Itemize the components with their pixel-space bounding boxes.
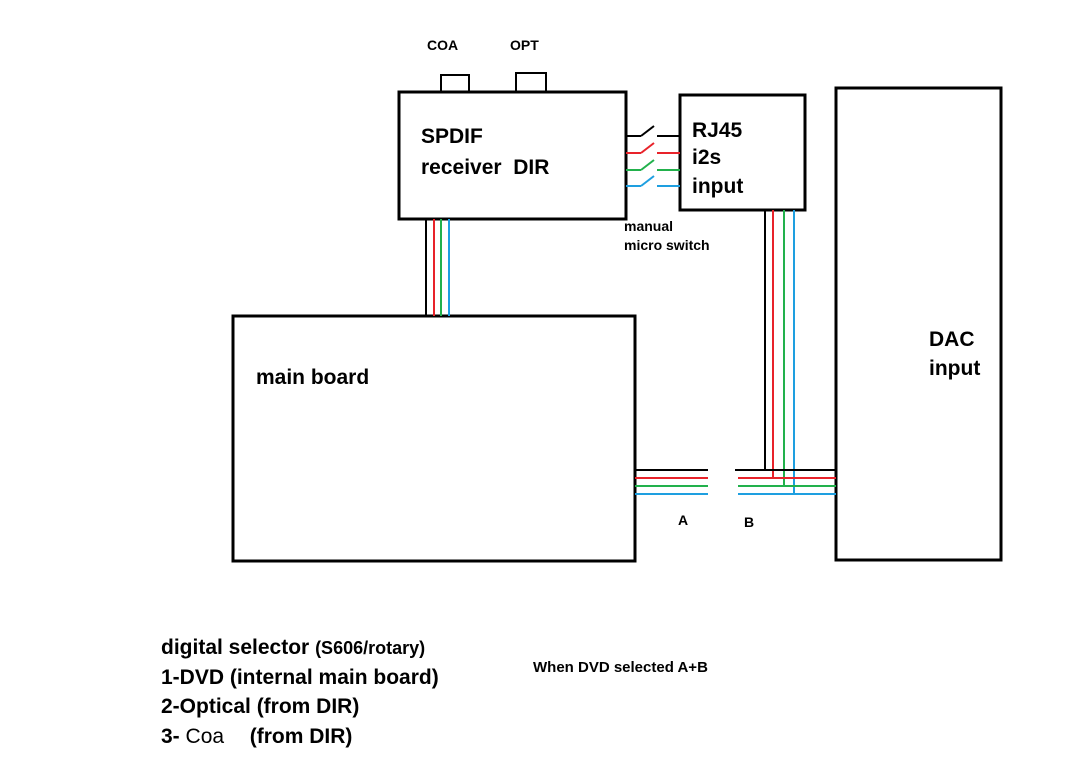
- rj45-to-b-wires: [764, 210, 795, 494]
- opt-label: OPT: [510, 37, 539, 53]
- dac-box: [834, 86, 1003, 562]
- main-board-box: [231, 314, 637, 563]
- dvd-selected-note: When DVD selected A+B: [533, 659, 708, 676]
- main-board-label: main board: [256, 366, 369, 389]
- spdif-receiver-box: [397, 90, 628, 221]
- option-coaxial-suffix: (from DIR): [249, 724, 353, 748]
- option-optical: 2-Optical (from DIR): [161, 695, 360, 718]
- dac-label: DAC: [929, 328, 975, 351]
- option-coaxial-prefix: 3-: [161, 724, 180, 748]
- dac-input-label: input: [929, 357, 980, 380]
- spdif-to-mainboard-wires: [425, 219, 450, 316]
- micro-switch: [626, 125, 680, 187]
- selector-title-line: digital selector (S606/rotary): [161, 633, 439, 663]
- selector-model: (S606/rotary): [315, 638, 426, 658]
- micro-switch-label: micro switch: [624, 237, 710, 253]
- wires-a: [635, 469, 708, 495]
- i2s-label: i2s: [692, 146, 721, 169]
- input-label: input: [692, 175, 743, 198]
- coa-connector: [440, 74, 470, 93]
- rj45-label: RJ45: [692, 119, 743, 142]
- option-coaxial-name: Coa: [185, 724, 225, 748]
- manual-label: manual: [624, 218, 673, 234]
- point-a-label: A: [678, 512, 688, 528]
- selector-title: digital selector: [161, 636, 310, 659]
- coa-label: COA: [427, 37, 458, 53]
- point-b-label: B: [744, 514, 754, 530]
- option-dvd: 1-DVD (internal main board): [161, 665, 439, 689]
- spdif-label: SPDIF: [421, 125, 483, 148]
- opt-connector: [515, 72, 547, 93]
- receiver-dir-label: receiver DIR: [421, 156, 549, 179]
- option-coaxial: 3- Coa (from DIR): [161, 722, 439, 752]
- wires-b: [735, 469, 836, 495]
- selector-notes: digital selector (S606/rotary) 1-DVD (in…: [161, 633, 439, 751]
